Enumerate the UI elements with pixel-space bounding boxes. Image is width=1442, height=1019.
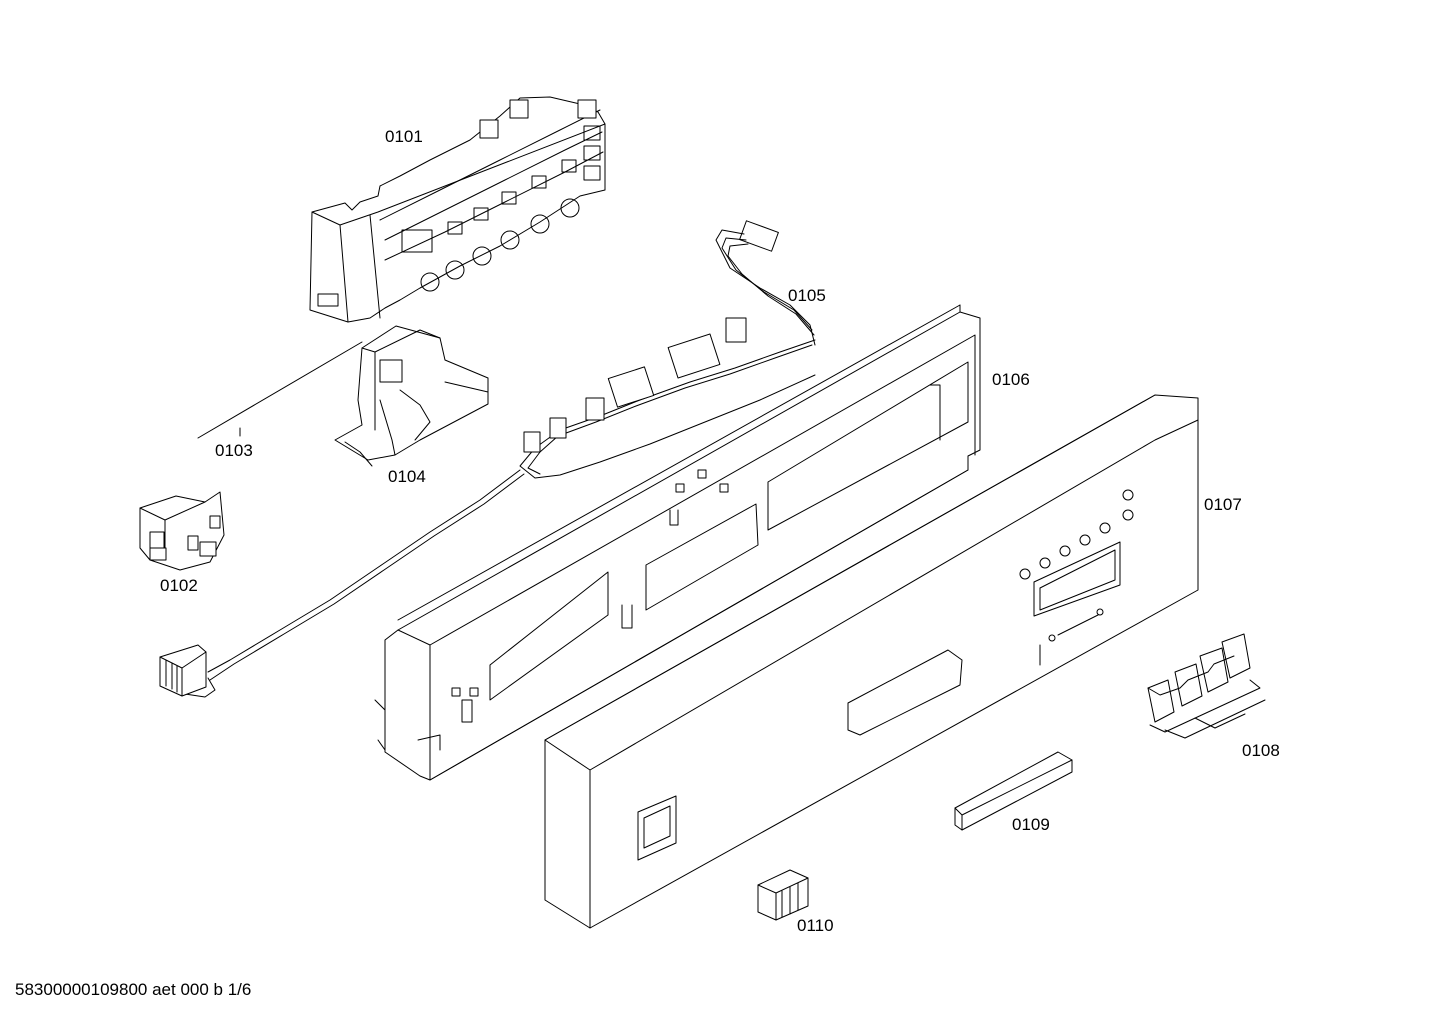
module-switch-knobs xyxy=(420,198,580,292)
part-0107-front-panel xyxy=(544,394,1199,929)
part-label-0109: 0109 xyxy=(1012,815,1050,834)
part-label-0105: 0105 xyxy=(788,286,826,305)
part-label-0106: 0106 xyxy=(992,370,1030,389)
part-label-0110: 0110 xyxy=(797,916,834,935)
part-label-0104: 0104 xyxy=(388,467,426,486)
document-code: 58300000109800 aet 000 b 1/6 xyxy=(15,980,252,999)
part-0109-handle-strip xyxy=(954,751,1073,831)
panel-display-window xyxy=(1033,541,1121,617)
part-0108-button-set xyxy=(1147,633,1266,739)
part-label-0108: 0108 xyxy=(1242,741,1280,760)
part-label-0103: 0103 xyxy=(215,441,253,460)
part-label-0107: 0107 xyxy=(1204,495,1242,514)
part-0110-knob xyxy=(757,869,809,921)
harness-connectors xyxy=(523,317,747,453)
part-0104-bracket xyxy=(334,325,489,467)
panel-buttons xyxy=(1019,489,1134,642)
part-0105-wiring-harness xyxy=(159,220,816,698)
part-0106-inner-frame xyxy=(374,304,981,781)
part-0103-cable-tie xyxy=(197,341,363,439)
part-0101-control-module xyxy=(309,96,606,323)
module-connector-slots xyxy=(447,125,601,235)
part-label-0102: 0102 xyxy=(160,576,198,595)
part-0102-switch xyxy=(139,491,225,571)
panel-square-opening xyxy=(637,795,677,861)
part-label-0101: 0101 xyxy=(385,127,423,146)
panel-handle-opening xyxy=(847,649,963,736)
